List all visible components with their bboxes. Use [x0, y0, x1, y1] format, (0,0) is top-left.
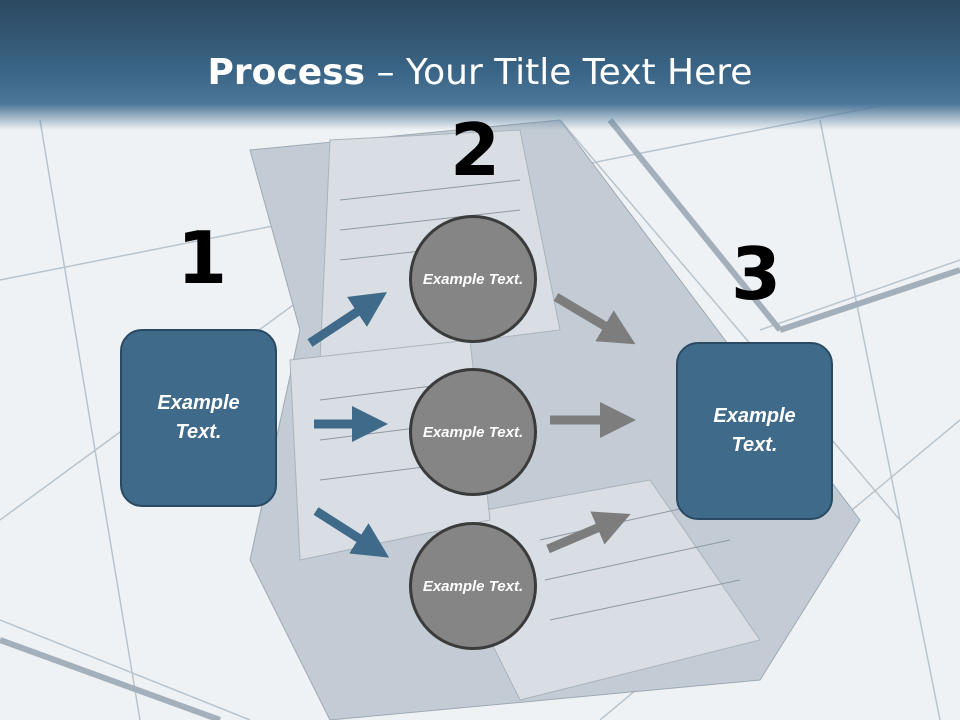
step-2-circle-3-label: Example Text.	[422, 577, 524, 595]
title-bold: Process	[207, 52, 366, 93]
step-2-circle-1: Example Text.	[409, 215, 537, 343]
step-3-number: 3	[731, 232, 782, 316]
title-banner	[0, 0, 960, 130]
slide-title: Process – Your Title Text Here	[0, 52, 960, 93]
step-2-circle-3: Example Text.	[409, 522, 537, 650]
step-2-circle-2-label: Example Text.	[422, 423, 524, 441]
step-2-number: 2	[450, 108, 501, 192]
arrow-1-to-2a	[307, 292, 388, 347]
step-1-number: 1	[177, 216, 228, 300]
step-3-box: Example Text.	[676, 342, 833, 520]
step-1-label: Example Text.	[157, 392, 240, 443]
title-rest: – Your Title Text Here	[365, 52, 753, 93]
step-2-circle-1-label: Example Text.	[422, 270, 524, 288]
arrow-1-to-2c	[313, 507, 390, 558]
arrow-2a-to-3	[553, 293, 636, 345]
step-1-box: Example Text.	[120, 329, 277, 507]
step-2-circle-2: Example Text.	[409, 368, 537, 496]
step-3-label: Example Text.	[713, 405, 796, 456]
arrow-2c-to-3	[546, 511, 631, 554]
